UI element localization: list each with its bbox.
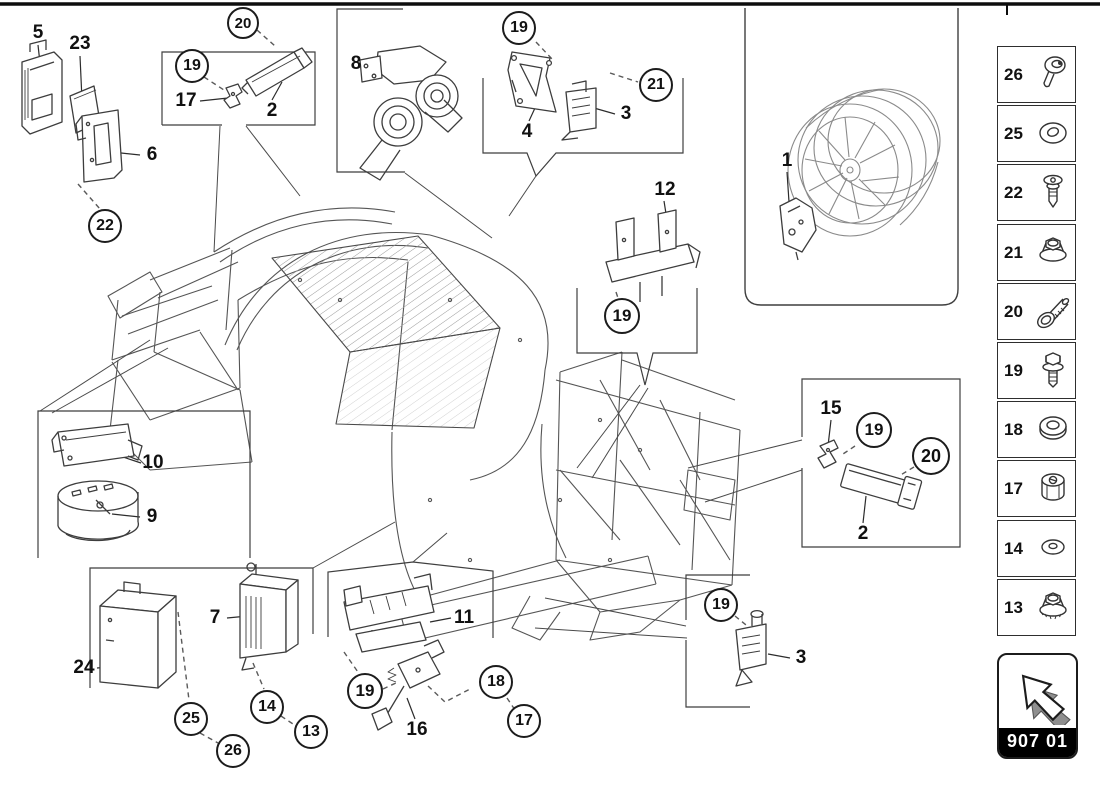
- callout-circle-19[interactable]: 19: [856, 412, 892, 448]
- hardware-item-25-washer-large[interactable]: 25: [997, 105, 1076, 162]
- hardware-item-20-long-bolt[interactable]: 20: [997, 283, 1076, 340]
- hardware-item-number: 13: [1004, 597, 1023, 617]
- part-4-bracket: [507, 51, 557, 113]
- part-number-label-15[interactable]: 15: [820, 398, 842, 419]
- part-number-label-12[interactable]: 12: [654, 179, 676, 200]
- callout-circle-21[interactable]: 21: [639, 68, 673, 102]
- page-top-border: [0, 2, 1100, 15]
- washer-large-icon: [1030, 112, 1075, 156]
- washer-flat-icon: [1030, 527, 1075, 571]
- hardware-item-21-flange-nut[interactable]: 21: [997, 224, 1076, 281]
- callout-circle-25[interactable]: 25: [174, 702, 208, 736]
- flange-nut-icon: [1030, 231, 1075, 275]
- part-number-label-24[interactable]: 24: [73, 657, 95, 678]
- part-number-label-2[interactable]: 2: [266, 100, 278, 121]
- hardware-item-19-hex-bolt[interactable]: 19: [997, 342, 1076, 399]
- wheel-rim-drawing: [787, 88, 941, 237]
- section-code-box[interactable]: 907 01: [997, 653, 1078, 759]
- callout-circle-19[interactable]: 19: [604, 298, 640, 334]
- callout-circle-17[interactable]: 17: [507, 704, 541, 738]
- hardware-item-22-expander-rivet[interactable]: 22: [997, 164, 1076, 221]
- leader-lines: [39, 125, 803, 639]
- callout-circle-19[interactable]: 19: [347, 673, 383, 709]
- part-number-label-17[interactable]: 17: [175, 90, 197, 111]
- part-24-control-unit: [99, 581, 177, 689]
- part-number-label-3[interactable]: 3: [620, 103, 632, 124]
- hardware-item-number: 21: [1004, 242, 1023, 262]
- part-number-label-9[interactable]: 9: [146, 506, 158, 527]
- part-2-antenna-module-right: [840, 463, 923, 510]
- part-11-bracket: [343, 573, 435, 653]
- part-16-sensor: [371, 639, 445, 731]
- hardware-item-26-oval-head-screw[interactable]: 26: [997, 46, 1076, 103]
- part-17-clip: [223, 83, 243, 109]
- hardware-item-number: 20: [1004, 301, 1023, 321]
- part-number-label-7[interactable]: 7: [209, 607, 221, 628]
- hardware-item-number: 22: [1004, 182, 1023, 202]
- hardware-item-13-flange-nut-serrated[interactable]: 13: [997, 579, 1076, 636]
- hardware-item-number: 17: [1004, 478, 1023, 498]
- callout-circle-20[interactable]: 20: [227, 7, 259, 39]
- part-number-label-2[interactable]: 2: [857, 523, 869, 544]
- part-2-antenna-module-top: [241, 47, 313, 97]
- long-bolt-icon: [1030, 290, 1075, 334]
- hex-bolt-icon: [1030, 349, 1075, 393]
- callout-circle-14[interactable]: 14: [250, 690, 284, 724]
- part-3-sensor-bottom: [735, 609, 767, 687]
- hardware-item-14-washer-flat[interactable]: 14: [997, 520, 1076, 577]
- washer-thick-icon: [1030, 408, 1075, 452]
- part-number-label-23[interactable]: 23: [69, 33, 91, 54]
- part-number-label-10[interactable]: 10: [142, 452, 164, 473]
- part-number-label-16[interactable]: 16: [406, 719, 428, 740]
- callout-circle-19[interactable]: 19: [704, 588, 738, 622]
- hardware-item-number: 26: [1004, 64, 1023, 84]
- part-number-label-3[interactable]: 3: [795, 647, 807, 668]
- part-10-bracket: [51, 423, 143, 467]
- expander-rivet-icon: [1030, 171, 1075, 215]
- callout-circle-26[interactable]: 26: [216, 734, 250, 768]
- hardware-item-18-washer-thick[interactable]: 18: [997, 401, 1076, 458]
- wheel-inset-box: [744, 8, 959, 306]
- part-15-clip: [817, 439, 839, 469]
- part-1-tpms-sensor: [779, 197, 817, 261]
- hex-nut-icon: [1030, 467, 1075, 511]
- callout-circle-19[interactable]: 19: [175, 49, 209, 83]
- part-6-bracket-clip: [75, 109, 123, 183]
- flange-nut-serrated-icon: [1030, 586, 1075, 630]
- dashed-connectors: [77, 29, 915, 744]
- hardware-item-17-hex-nut[interactable]: 17: [997, 460, 1076, 517]
- hardware-item-number: 18: [1004, 419, 1023, 439]
- part-8-horns: [359, 45, 463, 181]
- callout-circle-13[interactable]: 13: [294, 715, 328, 749]
- part-number-label-1[interactable]: 1: [781, 150, 793, 171]
- callout-circle-18[interactable]: 18: [479, 665, 513, 699]
- oval-head-screw-icon: [1030, 53, 1075, 97]
- callout-boxes: [37, 8, 961, 708]
- callout-circle-19[interactable]: 19: [502, 11, 536, 45]
- part-12-bracket: [605, 209, 701, 302]
- part-5-control-unit: [21, 39, 63, 135]
- part-number-label-11[interactable]: 11: [453, 607, 475, 628]
- chassis-wireframe: [107, 207, 741, 643]
- hardware-item-number: 25: [1004, 123, 1023, 143]
- part-7-relay-module: [239, 562, 299, 671]
- section-code-label: 907 01: [999, 728, 1076, 757]
- part-number-label-4[interactable]: 4: [521, 121, 533, 142]
- part-number-label-5[interactable]: 5: [32, 22, 44, 43]
- callout-circle-22[interactable]: 22: [88, 209, 122, 243]
- hardware-item-number: 19: [1004, 360, 1023, 380]
- part-number-label-8[interactable]: 8: [350, 53, 362, 74]
- part-number-label-6[interactable]: 6: [146, 144, 158, 165]
- part-drawings: [21, 39, 923, 731]
- hardware-item-number: 14: [1004, 538, 1023, 558]
- arrow-up-left-icon: [999, 655, 1076, 728]
- callout-circle-20[interactable]: 20: [912, 437, 950, 475]
- part-9-siren: [57, 480, 139, 542]
- part-3-sensor-top: [561, 80, 597, 141]
